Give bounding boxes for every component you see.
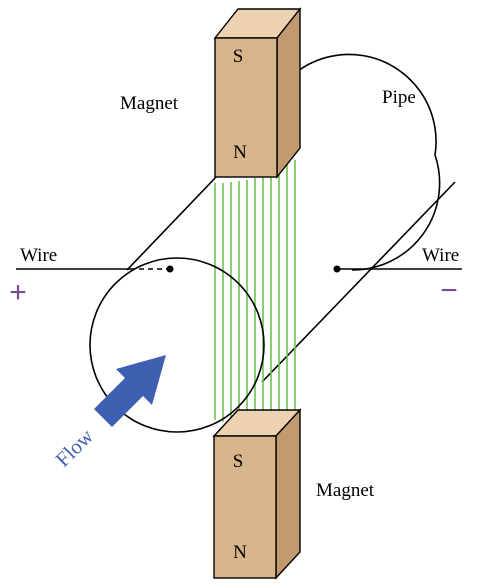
flow-label: Flow	[51, 423, 99, 471]
magnet-bottom-front-face	[213, 435, 277, 579]
magnet-bottom-pole-n: N	[233, 542, 247, 563]
magnet-top-pole-s: S	[233, 46, 244, 67]
magnet-bottom-label: Magnet	[316, 480, 375, 501]
magnet-bottom	[212, 408, 302, 580]
pipe-label: Pipe	[382, 87, 416, 108]
magnet-bottom-pole-s: S	[233, 451, 244, 472]
flow-arrow-icon	[94, 355, 166, 427]
pipe-near-end	[89, 257, 265, 433]
electrode-right	[333, 265, 341, 273]
terminal-plus: +	[9, 276, 27, 309]
wire-right-label: Wire	[422, 245, 459, 266]
pipe-bottom-edge	[261, 181, 456, 383]
magnet-top-side-face	[276, 6, 301, 180]
magnet-top-front-face	[214, 37, 278, 178]
magnet-top-label: Magnet	[120, 93, 179, 114]
magnet-bottom-side-face	[275, 408, 301, 580]
terminal-minus: −	[440, 274, 458, 307]
electrode-left	[166, 265, 174, 273]
magnet-top	[213, 6, 302, 180]
magnetic-field-lines	[214, 160, 296, 430]
wire-left-label: Wire	[20, 245, 57, 266]
magnet-top-pole-n: N	[233, 142, 247, 163]
